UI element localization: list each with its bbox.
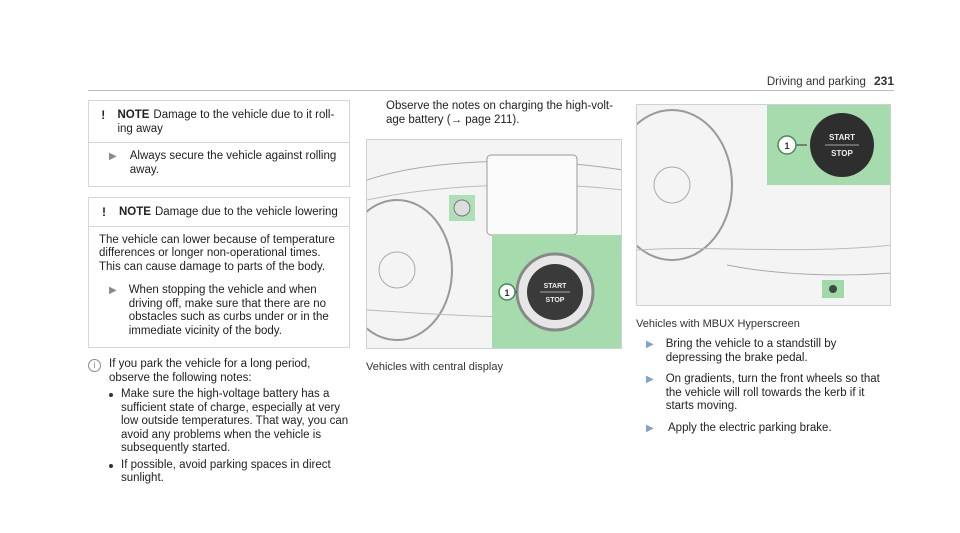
arrow-right-icon: ▶ <box>109 151 117 162</box>
warning-icon: ! <box>101 108 106 122</box>
arrow-right-icon: ▶ <box>109 285 117 296</box>
column-right: START STOP 1 Vehicles with MBUX Hyperscr… <box>636 100 894 436</box>
figure-central-display: START STOP 1 <box>366 139 622 349</box>
note-body: The vehicle can lower because of tempera… <box>99 233 335 273</box>
warning-icon: ! <box>102 205 106 219</box>
arrow-right-icon: ▶ <box>646 339 654 350</box>
page-number: 231 <box>873 74 894 88</box>
info-intro: If you park the vehicle for a long perio… <box>109 358 311 384</box>
list-item: If possible, avoid parking spaces in dir… <box>109 459 350 486</box>
info-block: i If you park the vehicle for a long per… <box>88 358 350 486</box>
note-label: NOTE <box>117 109 150 121</box>
header-rule <box>88 90 894 91</box>
figure-hyperscreen: START STOP 1 <box>636 104 891 306</box>
note-divider <box>89 225 349 227</box>
stop-label: STOP <box>831 149 853 158</box>
callout-number: 1 <box>504 288 509 298</box>
bullet-dot-icon <box>109 463 113 468</box>
charging-note: Observe the notes on charging the high-v… <box>386 100 613 126</box>
hyperscreen-illustration: START STOP 1 <box>637 105 890 305</box>
column-middle: Observe the notes on charging the high-v… <box>366 100 622 373</box>
instruction-text: Always secure the vehicle against rollin… <box>129 150 337 176</box>
note-title: Damage due to the vehicle lowering <box>154 206 338 218</box>
figure-caption: Vehicles with MBUX Hyperscreen <box>636 318 800 330</box>
note-label: NOTE <box>119 206 151 218</box>
start-label: START <box>544 283 568 290</box>
list-item: ▶ Bring the vehicle to a standstill by d… <box>646 338 837 364</box>
note-instruction: ▶ Always secure the vehicle against roll… <box>89 143 349 186</box>
note-title: Damage to the vehicle due to it roll-ing… <box>117 109 335 135</box>
section-title: Driving and parking <box>766 76 866 88</box>
cockpit-illustration: START STOP 1 <box>367 140 621 348</box>
arrow-right-icon: ▶ <box>646 374 654 385</box>
start-label: START <box>829 133 855 142</box>
list-item: Make sure the high-voltage battery has a… <box>109 388 350 456</box>
stop-label: STOP <box>546 297 565 304</box>
page-header: Driving and parking 231 <box>767 74 894 88</box>
callout-number: 1 <box>784 141 789 151</box>
bullet-dot-icon <box>109 393 113 397</box>
arrow-right-icon: ▶ <box>646 422 654 434</box>
info-icon: i <box>88 359 101 372</box>
list-item: ▶ Apply the electric parking brake. <box>646 421 832 434</box>
instruction-text: When stopping the vehicle and when drivi… <box>128 284 329 337</box>
figure-caption: Vehicles with central display <box>366 361 503 373</box>
procedure-steps: ▶ Bring the vehicle to a standstill by d… <box>636 330 894 436</box>
note-divider <box>89 142 349 143</box>
info-list: Make sure the high-voltage battery has a… <box>109 388 350 486</box>
note-instruction: ▶ When stopping the vehicle and when dri… <box>89 282 349 347</box>
list-item: ▶ On gradients, turn the front wheels so… <box>646 373 880 412</box>
